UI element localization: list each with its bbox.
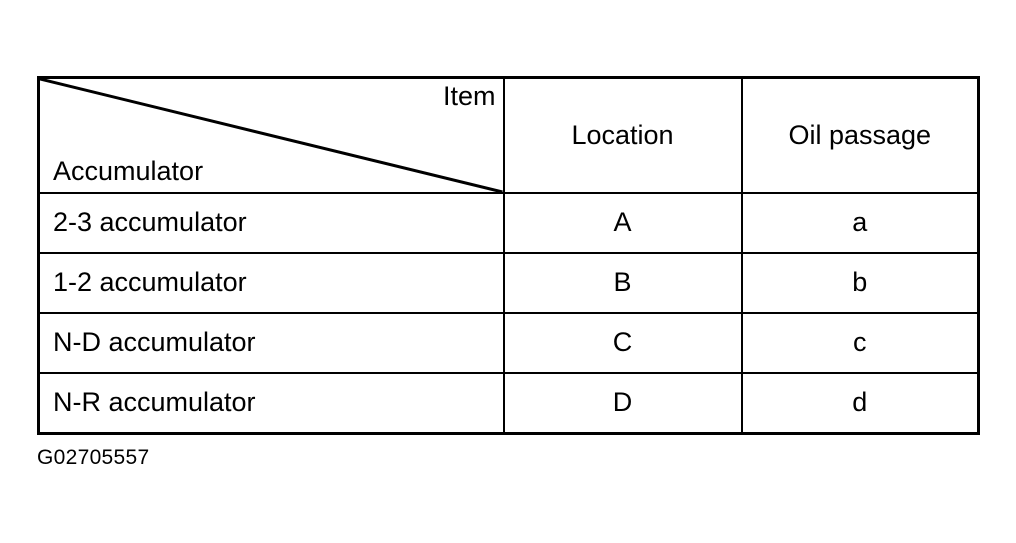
row-location-value: D [502, 372, 743, 435]
table-row: 1-2 accumulator B b [37, 252, 980, 314]
row-location-value: B [502, 252, 743, 314]
diagonal-divider-line [40, 79, 503, 192]
header-corner-cell: Item Accumulator [37, 76, 505, 194]
header-oil-passage: Oil passage [740, 76, 980, 194]
row-accumulator-name: 2-3 accumulator [37, 192, 505, 254]
row-accumulator-name: N-D accumulator [37, 312, 505, 374]
table-header-row: Item Accumulator Location Oil passage [37, 76, 980, 194]
row-oil-passage-value: a [740, 192, 980, 254]
row-oil-passage-value: c [740, 312, 980, 374]
row-oil-passage-value: b [740, 252, 980, 314]
table-row: 2-3 accumulator A a [37, 192, 980, 254]
header-accumulator-label: Accumulator [53, 156, 204, 187]
row-accumulator-name: 1-2 accumulator [37, 252, 505, 314]
header-item-label: Item [442, 81, 496, 111]
table-row: N-D accumulator C c [37, 312, 980, 374]
row-oil-passage-value: d [740, 372, 980, 435]
accumulator-specification-table: Item Accumulator Location Oil passage 2-… [37, 76, 980, 435]
row-accumulator-name: N-R accumulator [37, 372, 505, 435]
header-location: Location [502, 76, 743, 194]
table-row: N-R accumulator D d [37, 372, 980, 435]
row-location-value: C [502, 312, 743, 374]
row-location-value: A [502, 192, 743, 254]
figure-caption: G02705557 [37, 446, 150, 469]
